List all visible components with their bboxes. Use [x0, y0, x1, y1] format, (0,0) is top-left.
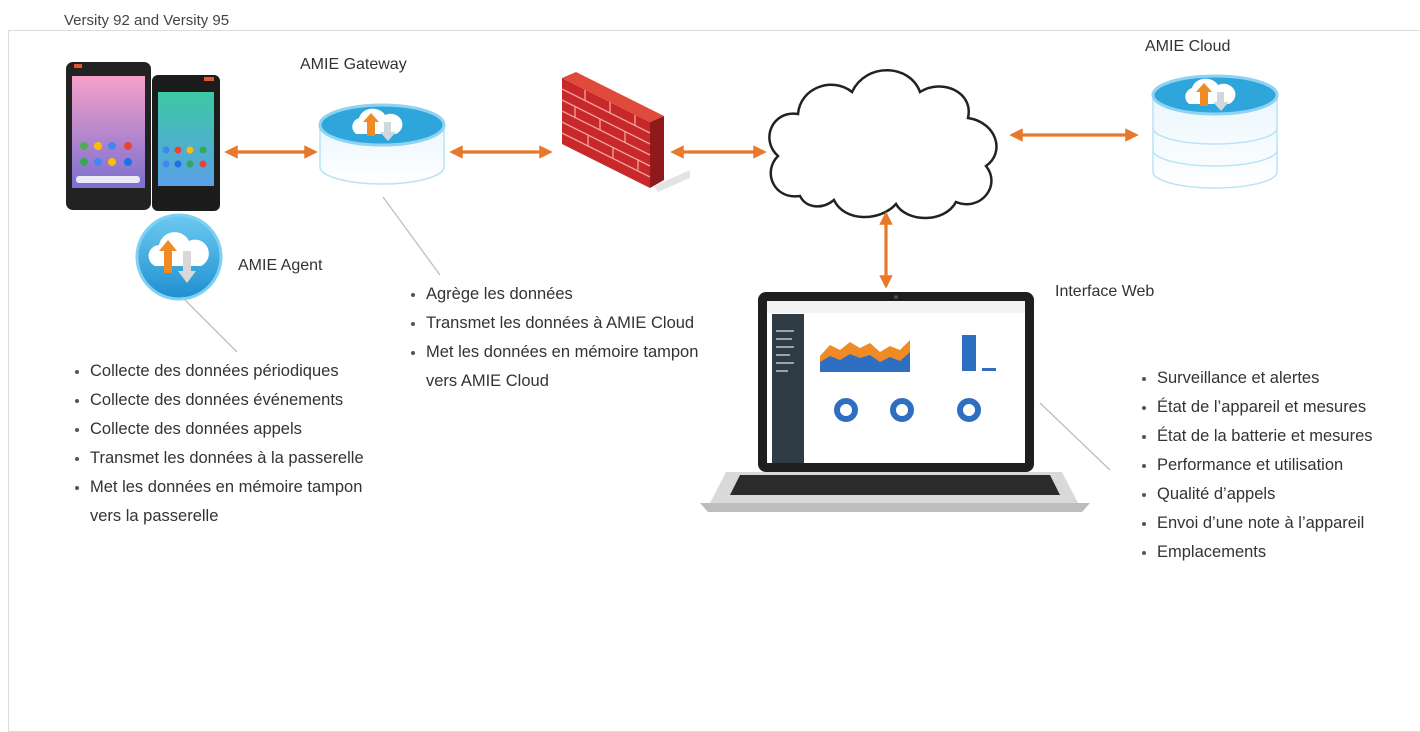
list-item: État de la batterie et mesures — [1157, 422, 1420, 451]
leader-lines — [181, 196, 1111, 471]
gateway-cylinder-icon — [318, 103, 446, 185]
list-item: Performance et utilisation — [1157, 451, 1420, 480]
list-item: Transmet les données à la passerelle — [90, 444, 380, 473]
list-item: État de l’appareil et mesures — [1157, 393, 1420, 422]
list-item: Collecte des données appels — [90, 415, 380, 444]
internet-cloud-icon — [768, 69, 998, 220]
list-item: Emplacements — [1157, 538, 1420, 567]
web-interface-label: Interface Web — [1055, 283, 1155, 300]
firewall-icon — [561, 72, 690, 192]
connector-arrows — [224, 128, 1139, 289]
frame-title: Versity 92 and Versity 95 — [64, 12, 234, 29]
cloud-label: AMIE Cloud — [1145, 38, 1231, 55]
list-item: Transmet les données à AMIE Cloud — [426, 309, 726, 338]
agent-cloud-icon — [135, 213, 223, 301]
amie-cloud-database-icon — [1151, 74, 1279, 189]
agent-label: AMIE Agent — [238, 257, 323, 274]
agent-bullet-list: Collecte des données périodiques Collect… — [66, 357, 380, 531]
list-item: Qualité d’appels — [1157, 480, 1420, 509]
list-item: Met les données en mémoire tampon vers A… — [426, 338, 726, 396]
phone-small-icon — [152, 75, 220, 211]
laptop-icon — [700, 292, 1090, 512]
list-item: Met les données en mémoire tampon vers l… — [90, 473, 380, 531]
list-item: Collecte des données périodiques — [90, 357, 380, 386]
gateway-bullet-list: Agrège les données Transmet les données … — [402, 280, 726, 396]
list-item: Surveillance et alertes — [1157, 364, 1420, 393]
gateway-label: AMIE Gateway — [300, 56, 407, 73]
list-item: Envoi d’une note à l’appareil — [1157, 509, 1420, 538]
diagram-canvas — [66, 62, 1279, 512]
phone-large-icon — [66, 62, 151, 210]
list-item: Agrège les données — [426, 280, 726, 309]
web-bullet-list: Surveillance et alertes État de l’appare… — [1133, 364, 1420, 567]
list-item: Collecte des données événements — [90, 386, 380, 415]
